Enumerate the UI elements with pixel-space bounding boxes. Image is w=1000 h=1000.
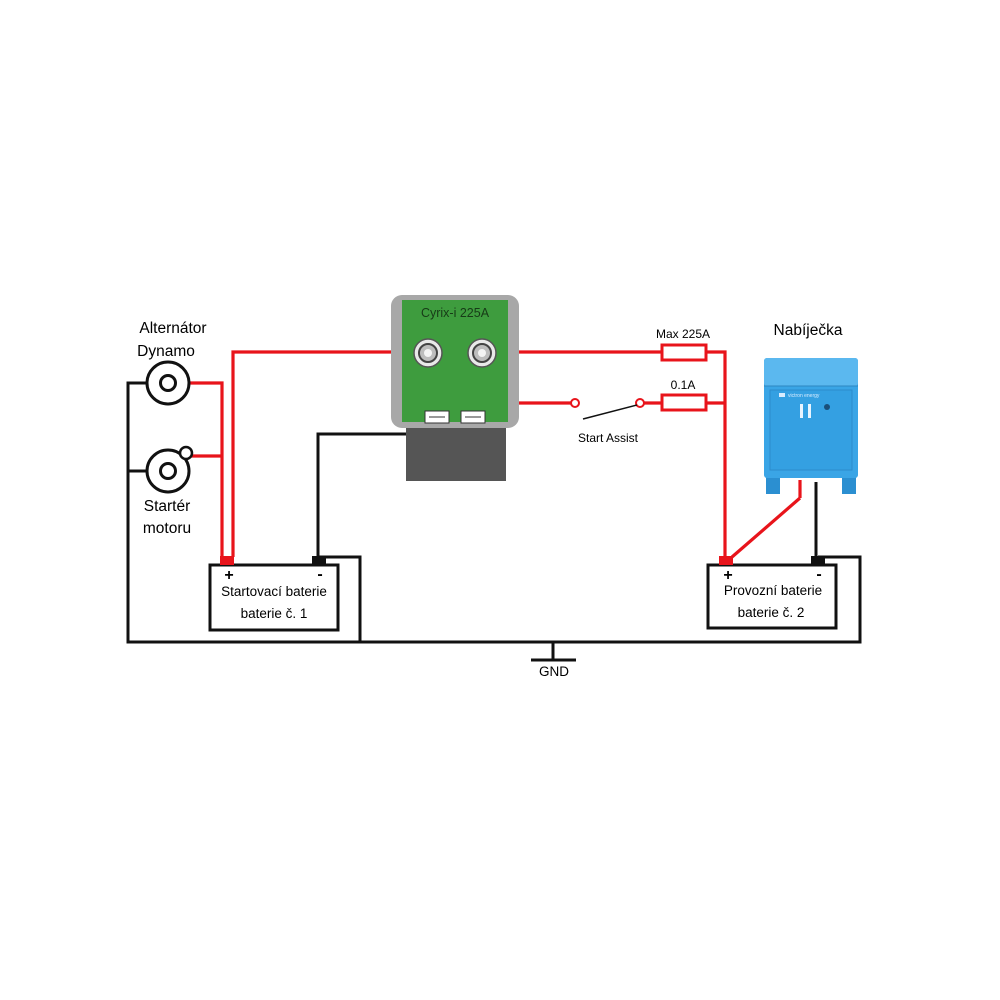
- main-fuse: [660, 343, 708, 362]
- starter-shaft: [159, 462, 177, 480]
- cyrix-model-label: Cyrix-i 225A: [421, 306, 490, 320]
- starter-solenoid-terminal: [178, 445, 194, 461]
- switch-contact-left: [570, 398, 580, 408]
- battery2-plus-sign: +: [723, 567, 732, 584]
- battery1-plus-sign: +: [224, 567, 233, 584]
- small-fuse: [660, 393, 708, 412]
- battery2-minus-sign: -: [816, 566, 821, 583]
- alternator: [145, 360, 191, 406]
- starter-label-line2: motoru: [143, 520, 191, 537]
- battery1-minus-sign: -: [317, 566, 322, 583]
- alternator-label-line1: Alternátor: [139, 320, 206, 337]
- small-fuse-label: 0.1A: [671, 378, 696, 392]
- charger-top-face: [764, 358, 858, 386]
- battery1-label-line2: baterie č. 1: [241, 606, 308, 621]
- main-fuse-label: Max 225A: [656, 327, 710, 341]
- battery1-body: [208, 563, 340, 632]
- battery2-positive-terminal: [719, 556, 733, 565]
- battery2-body: [706, 563, 838, 630]
- alternator-shaft: [159, 374, 177, 392]
- cyrix-terminal-right: [467, 338, 497, 368]
- battery2-negative-terminal: [811, 556, 825, 565]
- charger-front-panel: [769, 389, 853, 471]
- battery2-label-line1: Provozní baterie: [724, 583, 822, 598]
- switch-contact-right: [635, 398, 645, 408]
- alternator-label-line2: Dynamo: [137, 343, 195, 360]
- gnd-label: GND: [539, 664, 569, 679]
- start-assist-label: Start Assist: [578, 431, 639, 445]
- starter-motor: [145, 445, 194, 494]
- main-ground-bus: [126, 381, 862, 644]
- charger-logo-mark: [779, 393, 785, 397]
- charger-indicator-1: [800, 404, 803, 418]
- cyrix-relay: [391, 295, 519, 481]
- charger-foot-right: [842, 474, 856, 494]
- battery1-negative-terminal: [312, 556, 326, 565]
- charger-foot-left: [766, 474, 780, 494]
- battery-1: [208, 556, 340, 632]
- charger-button: [824, 404, 830, 410]
- charger-indicator-2: [808, 404, 811, 418]
- cyrix-base: [406, 427, 506, 481]
- alternator-positive-wire: [188, 381, 224, 557]
- start-assist-switch: [570, 398, 645, 420]
- battery-2: [706, 556, 838, 630]
- battery1-label-line1: Startovací baterie: [221, 584, 327, 599]
- cyrix-terminal-left: [413, 338, 443, 368]
- battery1-to-cyrix-wire: [231, 350, 428, 557]
- battery1-positive-terminal: [220, 556, 234, 565]
- fuse-to-battery2-wire: [706, 350, 727, 557]
- starter-label-line1: Startér: [144, 498, 191, 515]
- battery2-label-line2: baterie č. 2: [738, 605, 805, 620]
- charger: [764, 358, 858, 494]
- charger-to-battery2-wire: [730, 496, 802, 559]
- battery1-negative-wire: [318, 555, 362, 642]
- charger-brand-label: victron energy: [788, 393, 820, 399]
- charger-label: Nabíječka: [774, 322, 843, 339]
- switch-lever: [582, 404, 638, 420]
